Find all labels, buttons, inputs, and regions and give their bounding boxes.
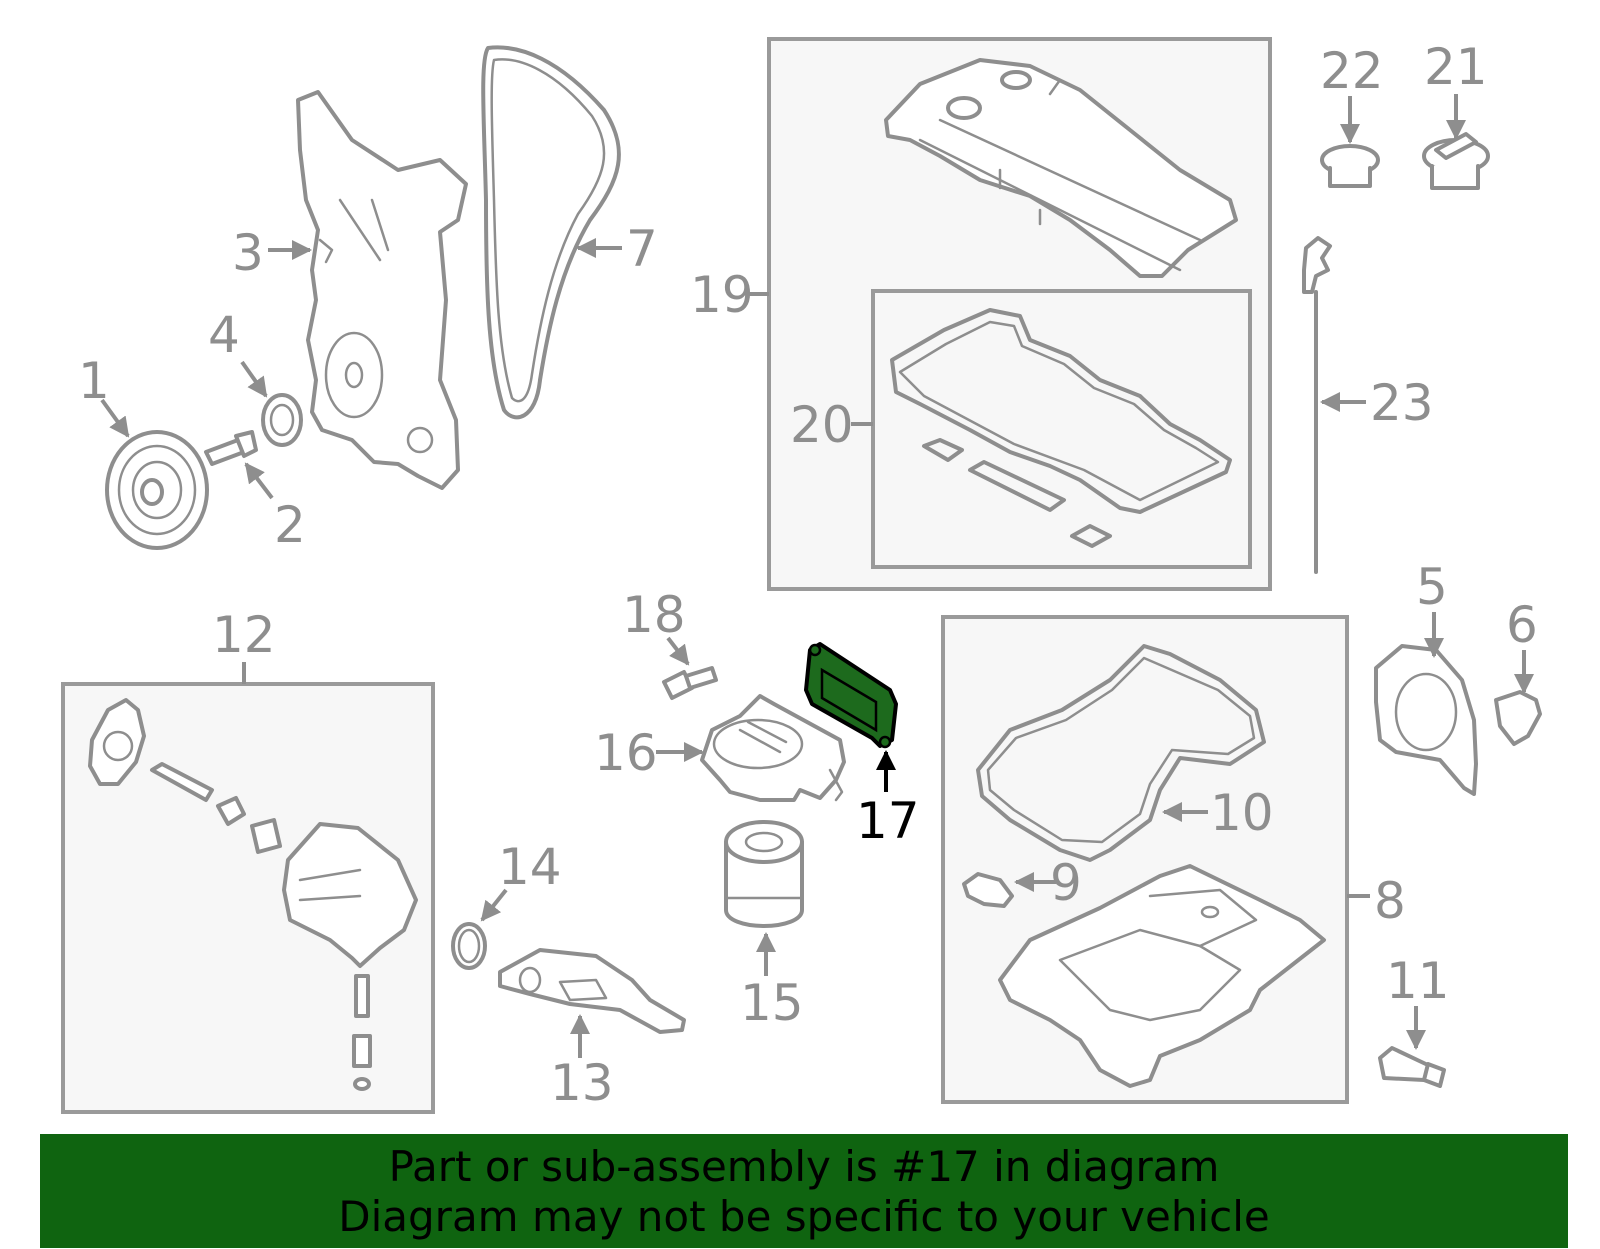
info-banner: Part or sub-assembly is #17 in diagram D… (40, 1134, 1568, 1248)
callout-5: 5 (1416, 558, 1448, 616)
callout-1: 1 (78, 352, 110, 410)
callout-10: 10 (1210, 784, 1274, 842)
callout-9: 9 (1050, 854, 1082, 912)
callout-3: 3 (232, 224, 264, 282)
part-10-oil-pan-gasket[interactable] (976, 644, 1266, 862)
part-14-o-ring[interactable] (451, 922, 487, 970)
part-22-cap[interactable] (1320, 144, 1380, 188)
part-19-valve-cover[interactable] (884, 58, 1238, 278)
callout-19: 19 (690, 266, 754, 324)
part-23-dipstick[interactable] (1302, 236, 1332, 574)
callout-12: 12 (212, 606, 276, 664)
banner-line-1: Part or sub-assembly is #17 in diagram (388, 1142, 1220, 1191)
callout-4: 4 (208, 306, 240, 364)
callout-2: 2 (274, 496, 306, 554)
callout-16: 16 (594, 724, 658, 782)
part-8-oil-pan[interactable] (998, 864, 1326, 1088)
callout-8: 8 (1374, 872, 1406, 930)
callout-20: 20 (790, 396, 854, 454)
part-7-timing-chain[interactable] (481, 45, 621, 420)
callout-15: 15 (740, 974, 804, 1032)
part-6-bracket[interactable] (1494, 690, 1542, 746)
part-3-timing-cover[interactable] (296, 90, 468, 490)
part-1-crank-pulley[interactable] (105, 430, 209, 550)
callout-18: 18 (622, 586, 686, 644)
callout-13: 13 (550, 1054, 614, 1112)
banner-line-2: Diagram may not be specific to your vehi… (338, 1192, 1270, 1241)
callout-6: 6 (1506, 596, 1538, 654)
part-12-oil-pump[interactable] (88, 698, 418, 1091)
leader-lines (100, 94, 1534, 1058)
callout-21: 21 (1424, 38, 1488, 96)
callout-23: 23 (1370, 374, 1434, 432)
callout-11: 11 (1386, 952, 1450, 1010)
part-4-seal[interactable] (261, 393, 303, 447)
callout-22: 22 (1320, 42, 1384, 100)
part-2-bolt[interactable] (204, 430, 258, 466)
group-box-20 (871, 289, 1252, 569)
part-18-bolt[interactable] (662, 666, 718, 700)
part-15-oil-filter[interactable] (724, 820, 804, 928)
part-9-sensor[interactable] (962, 872, 1014, 908)
part-16-oil-filter-housing[interactable] (700, 694, 846, 802)
part-17-gasket[interactable] (804, 642, 898, 749)
group-box-8 (941, 615, 1349, 1104)
part-21-oil-filler-cap[interactable] (1422, 132, 1490, 190)
callout-7: 7 (626, 220, 658, 278)
callout-14: 14 (498, 838, 562, 896)
part-11-drain-plug[interactable] (1378, 1046, 1446, 1088)
part-5-seal-carrier[interactable] (1374, 644, 1478, 796)
callout-17: 17 (856, 792, 920, 850)
part-13-oil-pickup[interactable] (498, 948, 686, 1034)
part-20-gasket-set[interactable] (890, 308, 1232, 548)
